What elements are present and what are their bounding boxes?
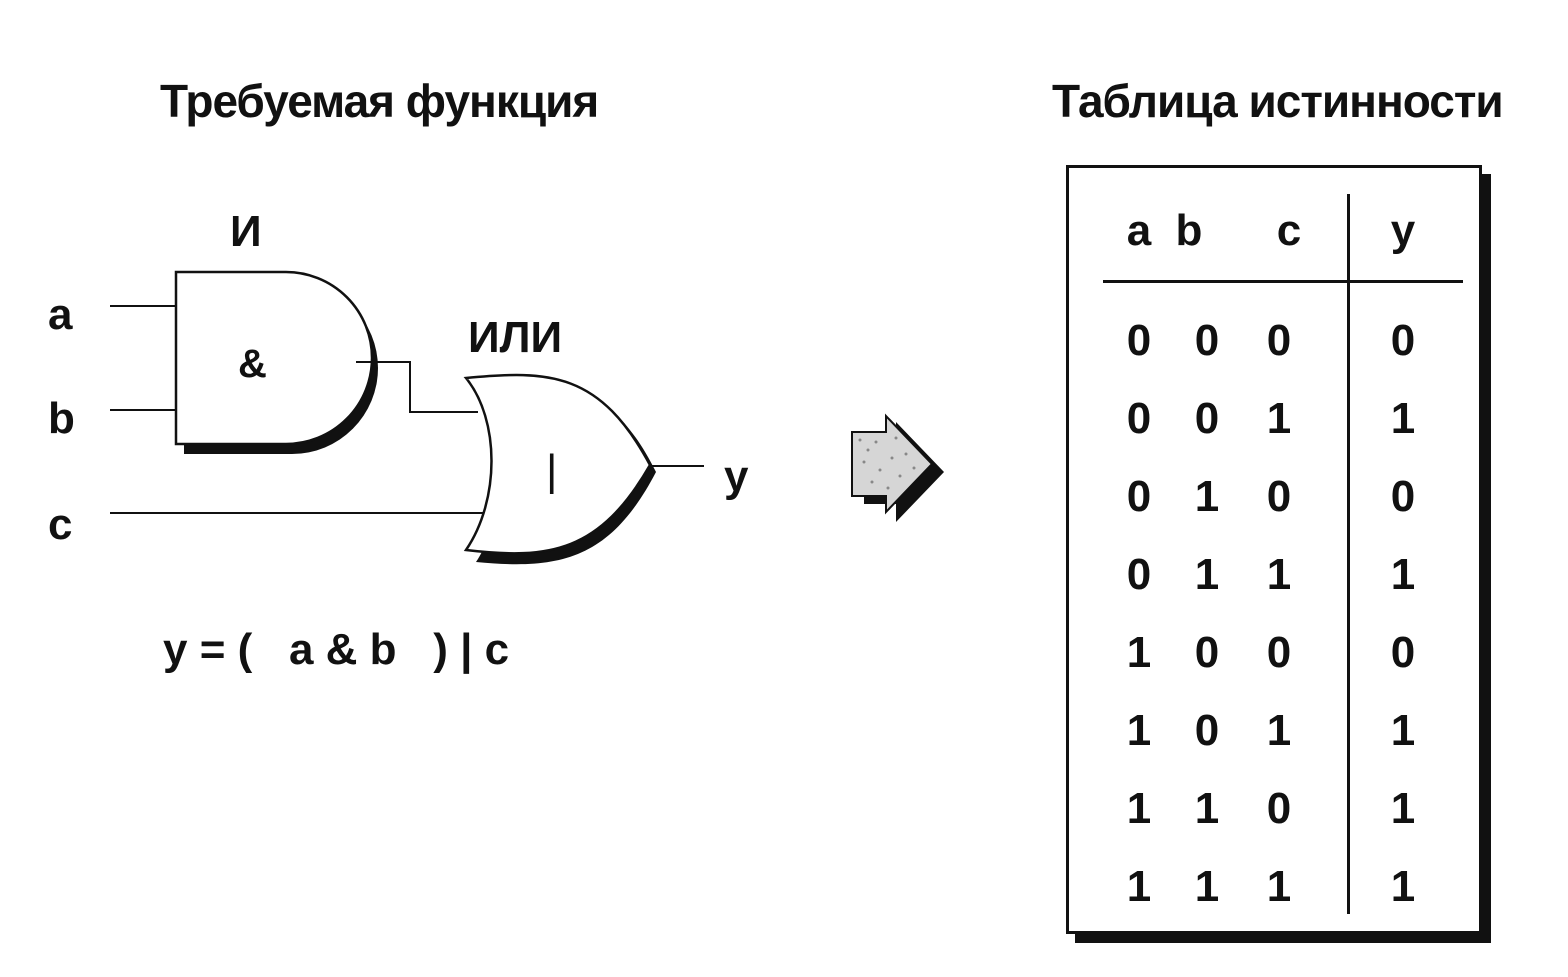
table-row: 0 1 0 0 (1069, 472, 1479, 532)
table-row: 1 0 1 1 (1069, 706, 1479, 766)
right-title: Таблица истинности (1052, 75, 1504, 127)
cell-a: 0 (1126, 316, 1152, 365)
table-row: 1 0 0 0 (1069, 628, 1479, 688)
cell-a: 1 (1126, 862, 1152, 911)
cell-c: 1 (1266, 394, 1292, 443)
cell-c: 1 (1266, 706, 1292, 755)
cell-y: 0 (1390, 316, 1416, 365)
cell-b: 1 (1194, 472, 1220, 521)
cell-y: 1 (1390, 706, 1416, 755)
cell-a: 0 (1126, 472, 1152, 521)
cell-y: 1 (1390, 862, 1416, 911)
header-c: c (1276, 206, 1302, 255)
cell-b: 1 (1194, 550, 1220, 599)
output-y-label: y (724, 452, 749, 501)
and-symbol: & (238, 342, 267, 386)
logic-circuit-diagram (110, 270, 704, 565)
header-b: b (1175, 206, 1203, 255)
or-gate (463, 373, 652, 555)
and-gate (174, 270, 374, 446)
input-a-label: a (48, 290, 73, 339)
header-a: a (1126, 206, 1152, 255)
table-row: 1 1 0 1 (1069, 784, 1479, 844)
cell-a: 1 (1126, 784, 1152, 833)
cell-c: 0 (1266, 316, 1292, 365)
table-row: 1 1 1 1 (1069, 862, 1479, 922)
cell-c: 0 (1266, 472, 1292, 521)
cell-c: 0 (1266, 628, 1292, 677)
output-column-divider (1347, 194, 1350, 914)
cell-c: 0 (1266, 784, 1292, 833)
header-divider (1103, 280, 1463, 283)
cell-a: 1 (1126, 628, 1152, 677)
cell-y: 1 (1390, 550, 1416, 599)
cell-b: 0 (1194, 706, 1220, 755)
cell-y: 1 (1390, 784, 1416, 833)
table-row: 0 1 1 1 (1069, 550, 1479, 610)
cell-c: 1 (1266, 862, 1292, 911)
and-gate-label: И (230, 207, 262, 256)
wire-and-out (356, 361, 478, 413)
boolean-formula: y = ( a & b ) | c (163, 625, 510, 674)
input-b-label: b (48, 394, 75, 443)
truth-table: a b c y 0 0 0 0 0 0 1 1 0 1 0 0 0 1 1 1 … (1066, 165, 1482, 934)
cell-y: 1 (1390, 394, 1416, 443)
header-y: y (1390, 206, 1416, 255)
table-row: 0 0 0 0 (1069, 316, 1479, 376)
input-c-label: c (48, 500, 73, 549)
left-title: Требуемая функция (160, 75, 599, 127)
cell-a: 0 (1126, 550, 1152, 599)
cell-a: 0 (1126, 394, 1152, 443)
cell-c: 1 (1266, 550, 1292, 599)
right-arrow-icon (851, 413, 944, 522)
cell-a: 1 (1126, 706, 1152, 755)
truth-table-header: a b c y (1069, 206, 1479, 266)
cell-b: 1 (1194, 784, 1220, 833)
cell-b: 0 (1194, 628, 1220, 677)
cell-y: 0 (1390, 472, 1416, 521)
table-row: 0 0 1 1 (1069, 394, 1479, 454)
cell-y: 0 (1390, 628, 1416, 677)
cell-b: 0 (1194, 394, 1220, 443)
or-symbol: | (546, 446, 558, 495)
or-gate-label: ИЛИ (468, 313, 563, 362)
cell-b: 0 (1194, 316, 1220, 365)
cell-b: 1 (1194, 862, 1220, 911)
